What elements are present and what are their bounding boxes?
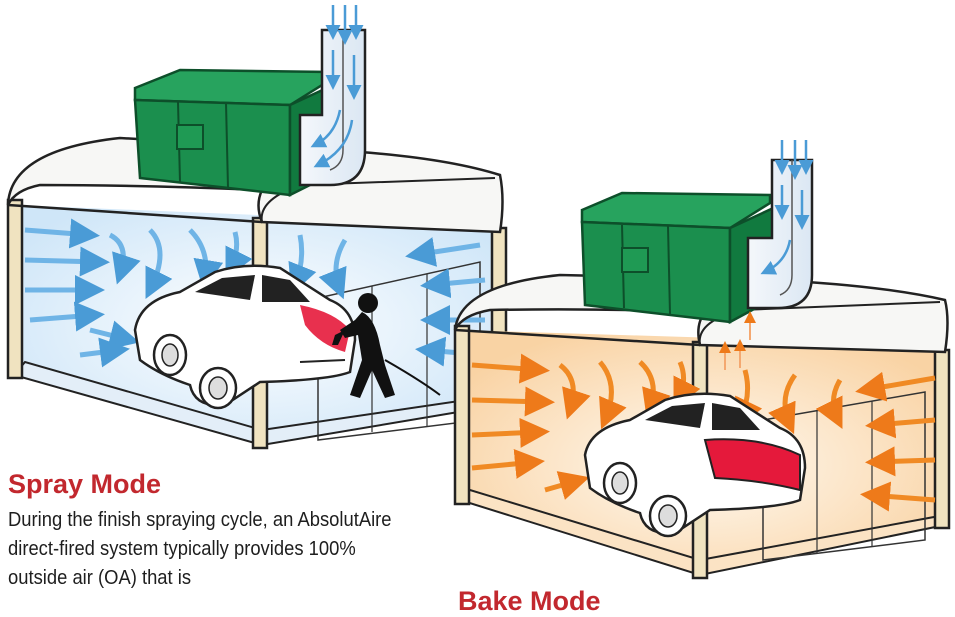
bake-left-post (455, 326, 469, 504)
bake-mode-title: Bake Mode (458, 586, 601, 617)
spray-mode-description: During the finish spraying cycle, an Abs… (8, 506, 413, 593)
bake-booth (455, 140, 949, 578)
bake-right-post (935, 350, 949, 528)
spray-left-post (8, 200, 22, 378)
spray-mode-title: Spray Mode (8, 469, 161, 500)
spray-booth (8, 5, 506, 448)
